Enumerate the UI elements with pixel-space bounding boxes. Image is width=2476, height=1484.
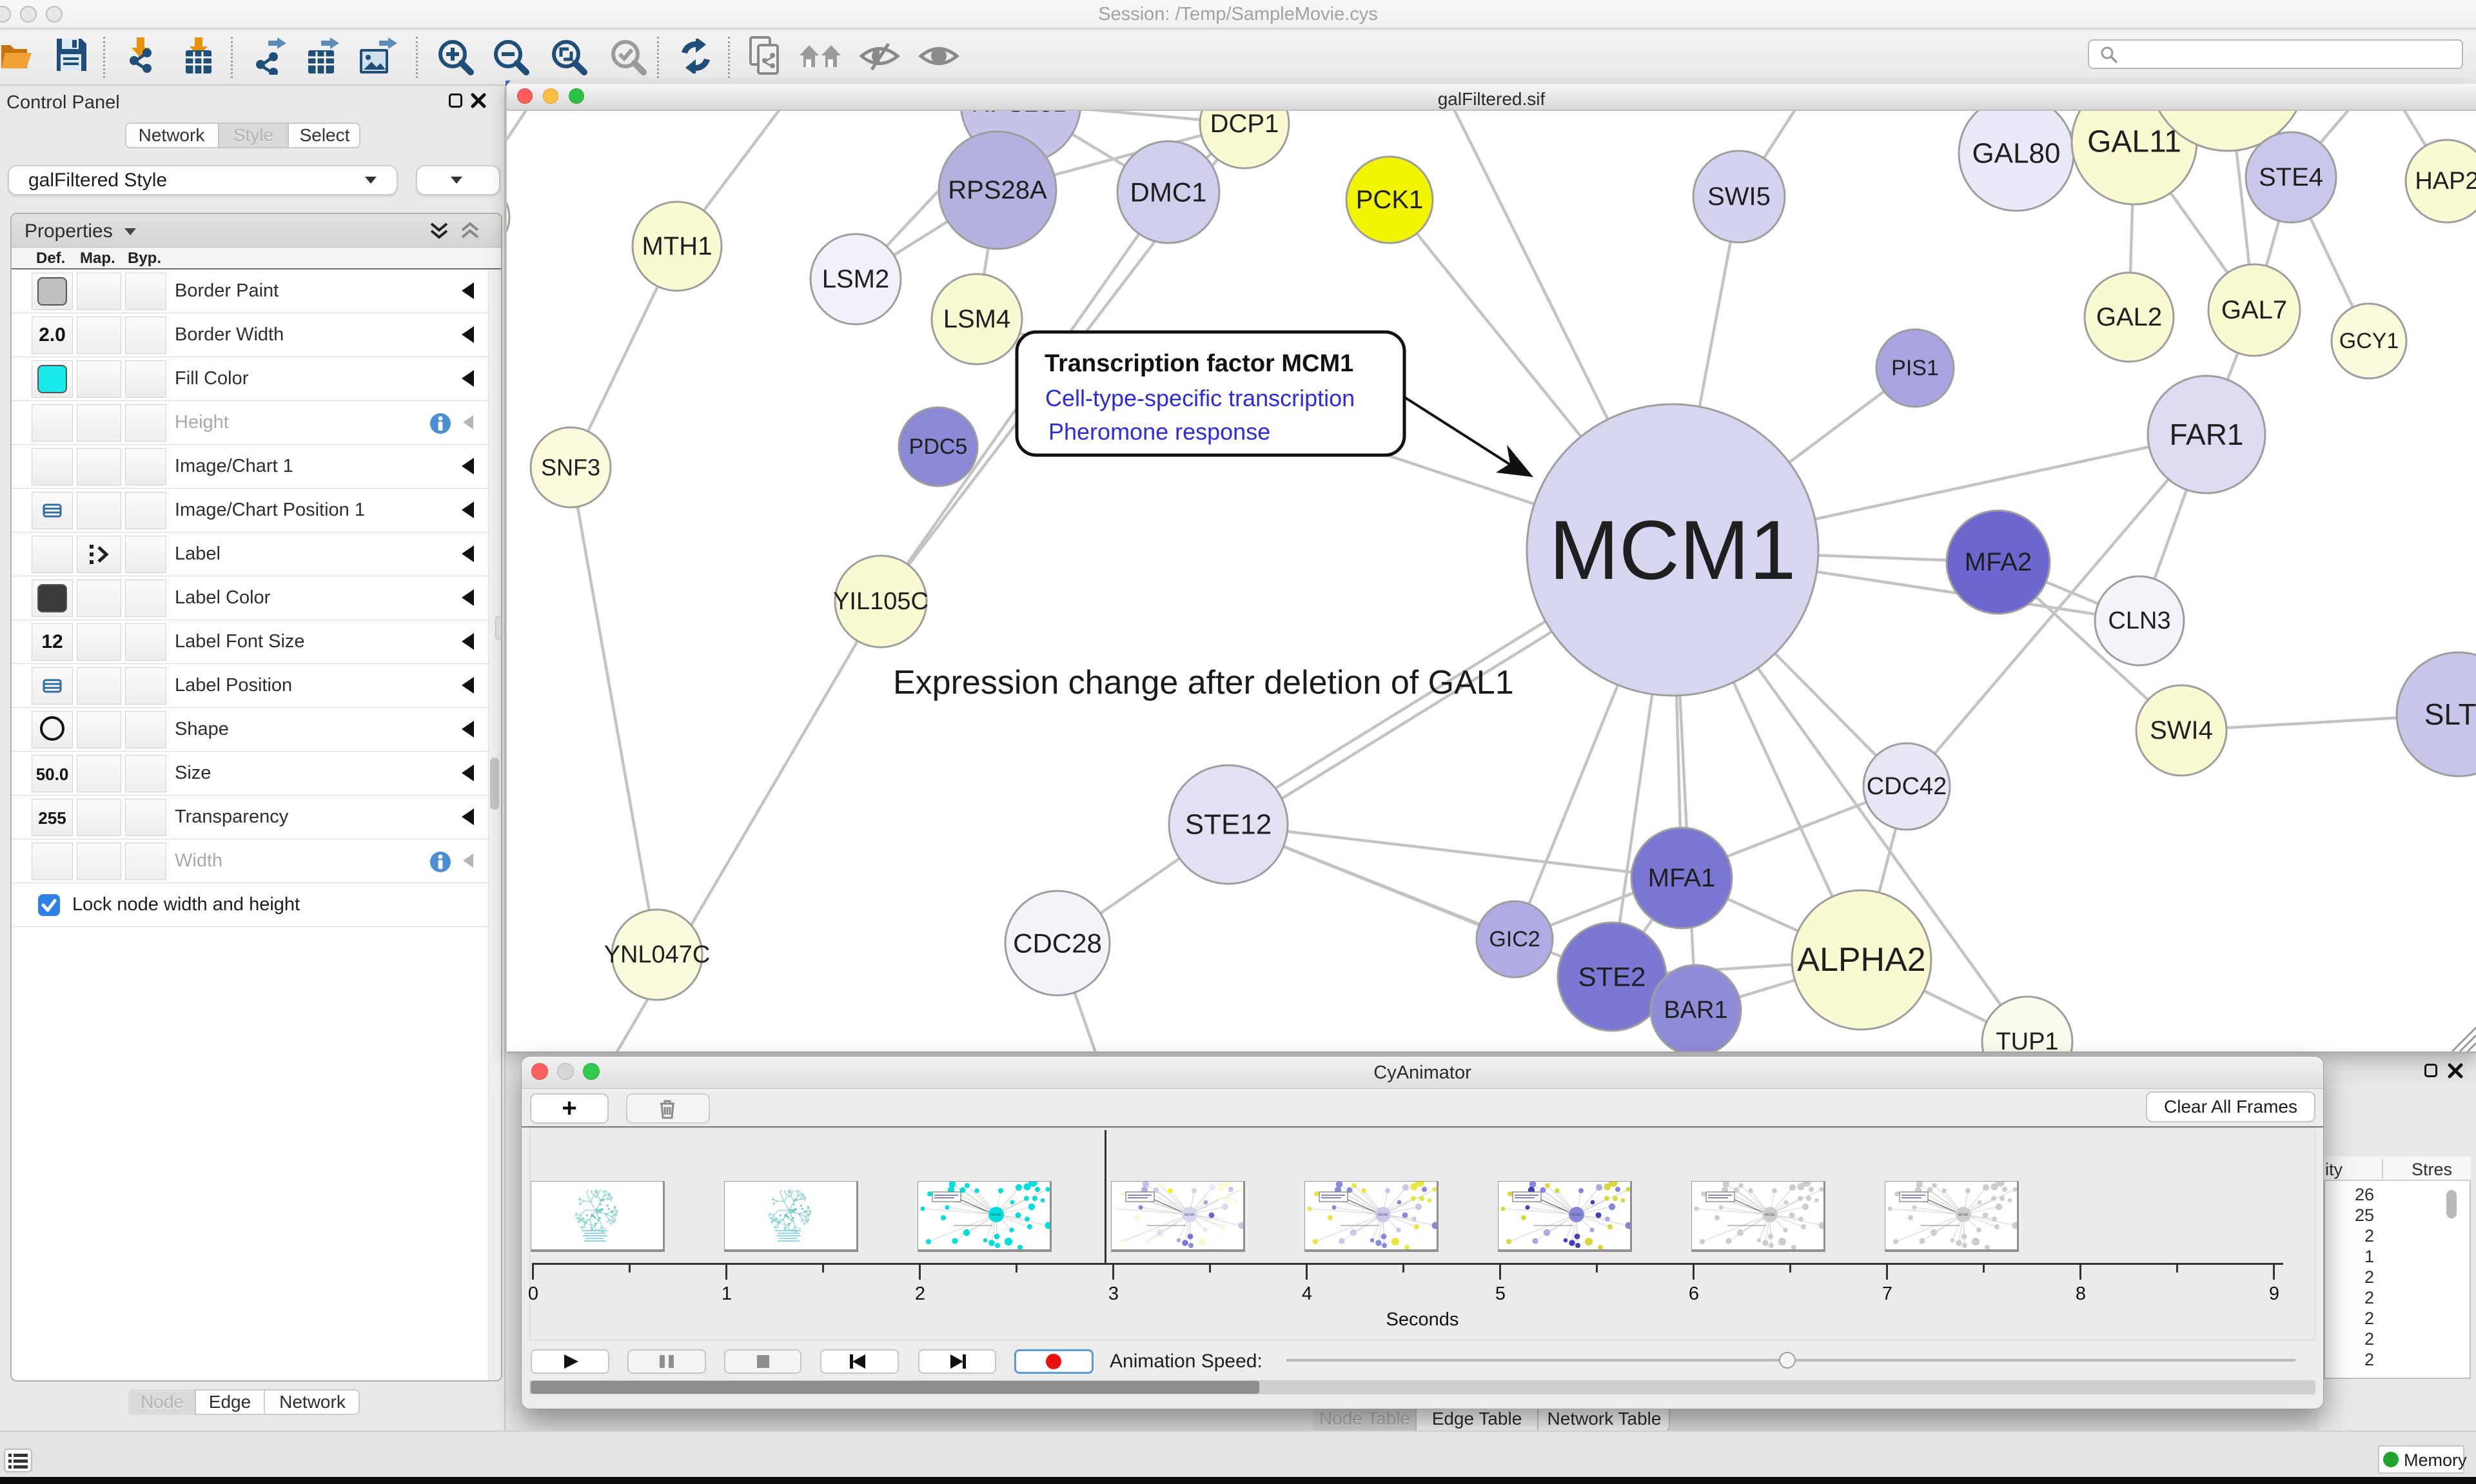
svg-text:PDC5: PDC5 [909,434,968,459]
svg-text:DMC1: DMC1 [1130,177,1206,208]
svg-text:MCM1: MCM1 [1378,1213,1388,1217]
svg-text:CDC28: CDC28 [1013,928,1102,959]
svg-text:RPS28A: RPS28A [948,176,1047,204]
svg-text:GAL11: GAL11 [2087,125,2181,159]
svg-text:GAL80: GAL80 [1972,138,2061,170]
svg-text:MCM1: MCM1 [991,1213,1001,1217]
svg-text:RPS28B: RPS28B [971,111,1070,117]
svg-text:Expression change after deleti: Expression change after deletion of GAL1 [893,664,1514,701]
svg-text:HAP2: HAP2 [2415,168,2476,195]
svg-text:MCM1: MCM1 [1184,1213,1195,1217]
svg-text:STE2: STE2 [1578,962,1646,992]
svg-text:Transcription factor MCM1: Transcription factor MCM1 [1045,350,1353,377]
svg-text:MCM1: MCM1 [1571,1213,1582,1217]
svg-text:DCP1: DCP1 [1210,111,1279,138]
svg-text:MFA1: MFA1 [1648,864,1715,892]
svg-text:YIL105C: YIL105C [833,588,928,615]
svg-text:Pheromone response: Pheromone response [1048,418,1270,445]
svg-text:MCM1: MCM1 [1958,1213,1969,1217]
svg-text:GIC2: GIC2 [1489,927,1540,952]
svg-text:Cell-type-specific transcripti: Cell-type-specific transcription [1045,385,1355,411]
svg-text:YNL047C: YNL047C [604,941,711,968]
svg-text:CDC42: CDC42 [1867,773,1947,800]
svg-text:CLN3: CLN3 [2108,607,2170,634]
svg-text:GAL7: GAL7 [2221,296,2287,324]
svg-text:GCY1: GCY1 [2339,329,2399,353]
svg-text:SWI4: SWI4 [2150,716,2213,745]
svg-text:MTH1: MTH1 [642,232,712,260]
svg-text:STE4: STE4 [2259,163,2323,191]
svg-text:LSM4: LSM4 [943,305,1011,333]
svg-text:ALPHA2: ALPHA2 [1797,941,1925,979]
svg-text:FAR1: FAR1 [2169,418,2243,451]
svg-text:LSM2: LSM2 [822,265,890,293]
svg-text:BAR1: BAR1 [1664,997,1727,1024]
svg-text:MCM1: MCM1 [1765,1213,1775,1217]
svg-text:GAL2: GAL2 [2096,303,2162,331]
svg-text:SLT2: SLT2 [2424,698,2476,731]
svg-text:MFA2: MFA2 [1965,548,2032,576]
svg-text:MCM1: MCM1 [1549,503,1796,597]
svg-text:TUP1: TUP1 [1996,1028,2058,1051]
svg-text:STE12: STE12 [1185,809,1272,841]
svg-text:PCK1: PCK1 [1356,186,1424,214]
svg-text:PIS1: PIS1 [1891,356,1939,380]
svg-text:SWI5: SWI5 [1707,182,1771,211]
svg-text:SNF3: SNF3 [541,454,600,481]
